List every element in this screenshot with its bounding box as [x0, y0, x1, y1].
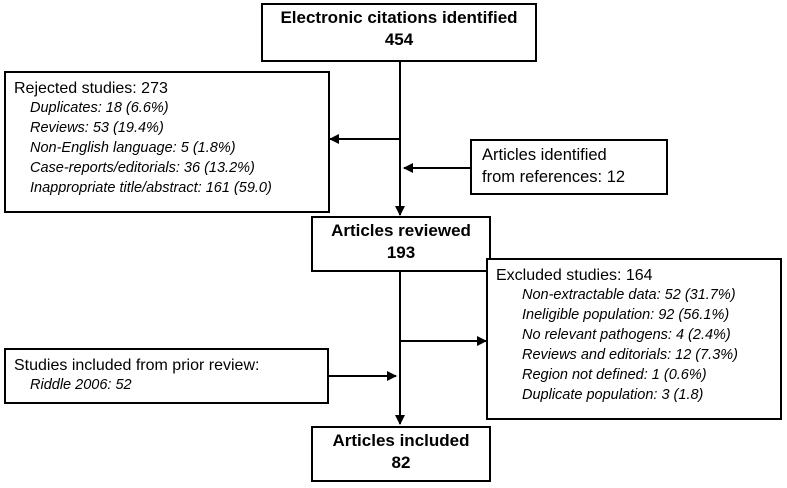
prior-review-heading: Studies included from prior review:	[14, 357, 260, 374]
electronic-citations-count: 454	[384, 30, 414, 49]
references-line-1: Articles identified	[482, 146, 607, 164]
list-item: Reviews: 53 (19.4%)	[30, 120, 164, 136]
list-item: No relevant pathogens: 4 (2.4%)	[522, 327, 731, 343]
list-item: Reviews and editorials: 12 (7.3%)	[522, 347, 738, 363]
list-item: Riddle 2006: 52	[30, 377, 132, 393]
articles-reviewed-title: Articles reviewed	[331, 221, 471, 240]
articles-included-count: 82	[391, 453, 411, 472]
rejected-studies-heading: Rejected studies: 273	[14, 80, 168, 97]
list-item: Inappropriate title/abstract: 161 (59.0)	[30, 180, 272, 196]
rejected-studies-box: Rejected studies: 273 Duplicates: 18 (6.…	[4, 71, 330, 213]
list-item: Non-English language: 5 (1.8%)	[30, 140, 236, 156]
list-item: Duplicate population: 3 (1.8)	[522, 387, 704, 403]
articles-reviewed-count: 193	[386, 243, 416, 262]
articles-included-title: Articles included	[332, 431, 470, 450]
list-item: Case-reports/editorials: 36 (13.2%)	[30, 160, 255, 176]
articles-included-box: Articles included 82	[311, 426, 491, 482]
electronic-citations-box: Electronic citations identified 454	[261, 3, 537, 62]
list-item: Region not defined: 1 (0.6%)	[522, 367, 707, 383]
list-item: Non-extractable data: 52 (31.7%)	[522, 287, 736, 303]
references-line-2: from references: 12	[482, 168, 626, 186]
list-item: Ineligible population: 92 (56.1%)	[522, 307, 730, 323]
excluded-studies-box: Excluded studies: 164 Non-extractable da…	[486, 258, 782, 420]
prior-review-box: Studies included from prior review: Ridd…	[4, 348, 329, 404]
articles-reviewed-box: Articles reviewed 193	[311, 216, 491, 272]
articles-from-references-box: Articles identified from references: 12	[470, 139, 668, 195]
excluded-studies-heading: Excluded studies: 164	[496, 267, 653, 284]
electronic-citations-title: Electronic citations identified	[280, 8, 518, 27]
list-item: Duplicates: 18 (6.6%)	[30, 100, 169, 116]
